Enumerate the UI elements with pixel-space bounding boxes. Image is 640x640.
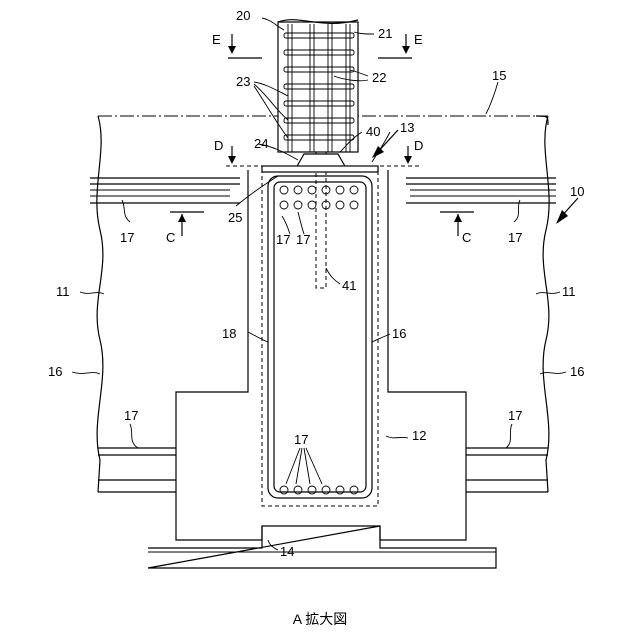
- label-25: 25: [228, 210, 242, 225]
- footing-outline: [148, 526, 496, 568]
- label-17-bottom: 17: [294, 432, 308, 447]
- label-C-left: C: [166, 230, 175, 245]
- label-21: 21: [378, 26, 392, 41]
- label-E-left: E: [212, 32, 221, 47]
- figure-caption: A 拡大図: [293, 611, 347, 627]
- label-23: 23: [236, 74, 250, 89]
- wall-right-break-line: [543, 116, 549, 492]
- label-10: 10: [570, 184, 584, 199]
- label-17-inner-b: 17: [296, 232, 310, 247]
- label-14: 14: [280, 544, 294, 559]
- inner-cage-outer: [268, 176, 372, 498]
- label-11-left: 11: [56, 284, 70, 299]
- label-D-left: D: [214, 138, 223, 153]
- label-17-lower-left: 17: [124, 408, 138, 423]
- column-outline: [176, 170, 466, 540]
- section-marker-D-left: [228, 146, 236, 164]
- label-16-left: 16: [48, 364, 62, 379]
- section-marker-D-right: [404, 146, 412, 164]
- label-15: 15: [492, 68, 506, 83]
- label-12: 12: [412, 428, 426, 443]
- region-12-dashed: [262, 168, 378, 506]
- label-17-upper-right: 17: [508, 230, 522, 245]
- label-D-right: D: [414, 138, 423, 153]
- label-17-inner-a: 17: [276, 232, 290, 247]
- label-11-right: 11: [562, 284, 576, 299]
- label-16-inner: 16: [392, 326, 406, 341]
- label-20: 20: [236, 8, 250, 23]
- label-41: 41: [342, 278, 356, 293]
- section-marker-E-left: [228, 34, 262, 58]
- rebar-top-row: [280, 186, 358, 209]
- wall-left-break-line: [97, 116, 103, 492]
- joint-base-plate: [262, 166, 378, 172]
- label-18: 18: [222, 326, 236, 341]
- label-24: 24: [254, 136, 268, 151]
- label-17-lower-right: 17: [508, 408, 522, 423]
- rebar-bottom-row: [280, 486, 358, 494]
- label-13: 13: [400, 120, 414, 135]
- label-40: 40: [366, 124, 380, 139]
- arrow-10: [556, 198, 578, 224]
- label-22: 22: [372, 70, 386, 85]
- label-E-right: E: [414, 32, 423, 47]
- label-16-right: 16: [570, 364, 584, 379]
- label-C-right: C: [462, 230, 471, 245]
- label-17-upper-left: 17: [120, 230, 134, 245]
